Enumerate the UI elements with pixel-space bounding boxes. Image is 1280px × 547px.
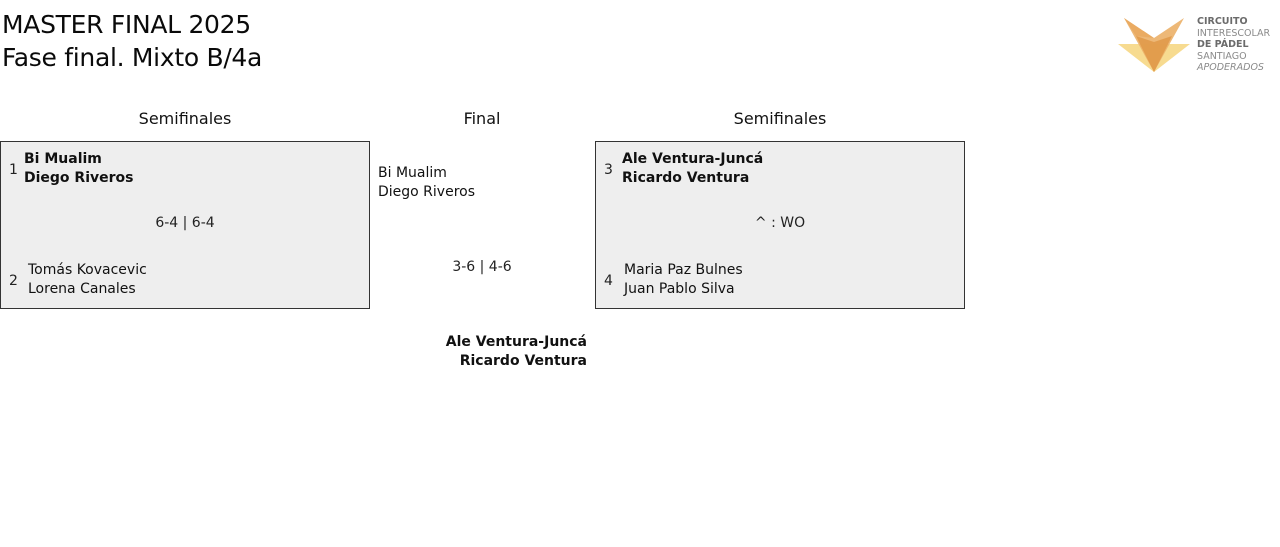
logo-line: APODERADOS <box>1197 62 1264 73</box>
team-loser[interactable]: Maria Paz Bulnes Juan Pablo Silva <box>624 261 743 299</box>
match-score: ^ : WO <box>754 215 806 231</box>
player-name: Bi Mualim <box>378 165 447 181</box>
fox-logo-icon <box>1118 18 1190 72</box>
final-score: 3-6 | 4-6 <box>452 259 512 275</box>
player-name: Ale Ventura-Juncá <box>622 151 764 167</box>
player-name: Ricardo Ventura <box>459 353 587 369</box>
logo-line: DE PÁDEL <box>1197 39 1249 50</box>
tournament-title: MASTER FINAL 2025 <box>2 10 251 39</box>
match-score: 6-4 | 6-4 <box>155 215 215 231</box>
seed-number: 4 <box>604 273 613 289</box>
player-name: Ale Ventura-Juncá <box>445 334 587 350</box>
team-loser[interactable]: Tomás Kovacevic Lorena Canales <box>28 261 147 299</box>
player-name: Tomás Kovacevic <box>28 262 147 278</box>
player-name: Ricardo Ventura <box>622 170 750 186</box>
final-champion[interactable]: Ale Ventura-Juncá Ricardo Ventura <box>372 333 587 371</box>
logo-line: CIRCUITO <box>1197 16 1248 27</box>
seed-number: 2 <box>9 273 18 289</box>
player-name: Lorena Canales <box>28 281 136 297</box>
player-name: Juan Pablo Silva <box>624 281 735 297</box>
circuit-logo: CIRCUITO INTERESCOLAR DE PÁDEL SANTIAGO … <box>1118 14 1280 76</box>
player-name: Diego Riveros <box>24 170 134 186</box>
final-team-1[interactable]: Bi Mualim Diego Riveros <box>378 164 475 202</box>
page-title: MASTER FINAL 2025 Fase final. Mixto B/4a <box>2 8 262 74</box>
match-semifinal-right[interactable]: 3 Ale Ventura-Juncá Ricardo Ventura ^ : … <box>595 141 965 309</box>
logo-line: SANTIAGO <box>1197 50 1247 62</box>
player-name: Bi Mualim <box>24 151 102 167</box>
player-name: Maria Paz Bulnes <box>624 262 743 278</box>
team-winner[interactable]: Ale Ventura-Juncá Ricardo Ventura <box>622 150 763 188</box>
match-semifinal-left[interactable]: 1 Bi Mualim Diego Riveros 6-4 | 6-4 2 To… <box>0 141 370 309</box>
player-name: Diego Riveros <box>378 184 476 200</box>
logo-text: CIRCUITO INTERESCOLAR DE PÁDEL SANTIAGO … <box>1197 16 1270 74</box>
phase-title: Fase final. Mixto B/4a <box>2 43 263 72</box>
round-label-semifinal-right: Semifinales <box>733 109 827 128</box>
seed-number: 1 <box>9 162 18 178</box>
team-winner[interactable]: Bi Mualim Diego Riveros <box>24 150 133 188</box>
round-label-final: Final <box>463 109 501 128</box>
logo-line: INTERESCOLAR <box>1197 27 1271 39</box>
round-label-semifinal-left: Semifinales <box>138 109 232 128</box>
seed-number: 3 <box>604 162 613 178</box>
